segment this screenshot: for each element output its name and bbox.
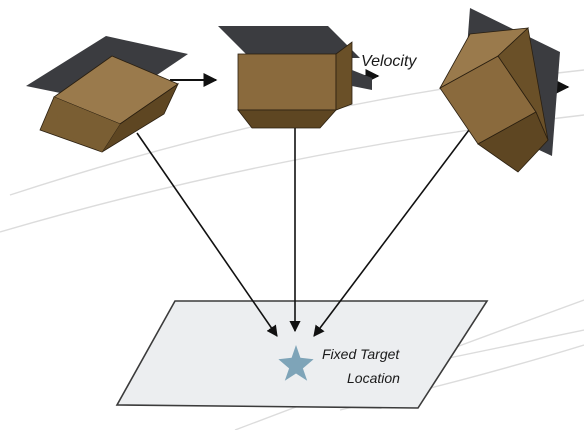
satellite-box-icon	[438, 8, 560, 173]
satellite-box-icon	[218, 26, 372, 129]
pointing-arrow-left	[136, 132, 278, 337]
ground-plane	[115, 300, 489, 409]
star-icon	[278, 345, 314, 381]
satellite-box-icon	[26, 36, 188, 153]
target-label-line2: Location	[347, 370, 400, 386]
pointing-arrows	[136, 124, 473, 337]
target-label-line1: Fixed Target	[322, 346, 400, 362]
velocity-label: Velocity	[361, 53, 417, 70]
pointing-arrow-right	[313, 125, 473, 337]
